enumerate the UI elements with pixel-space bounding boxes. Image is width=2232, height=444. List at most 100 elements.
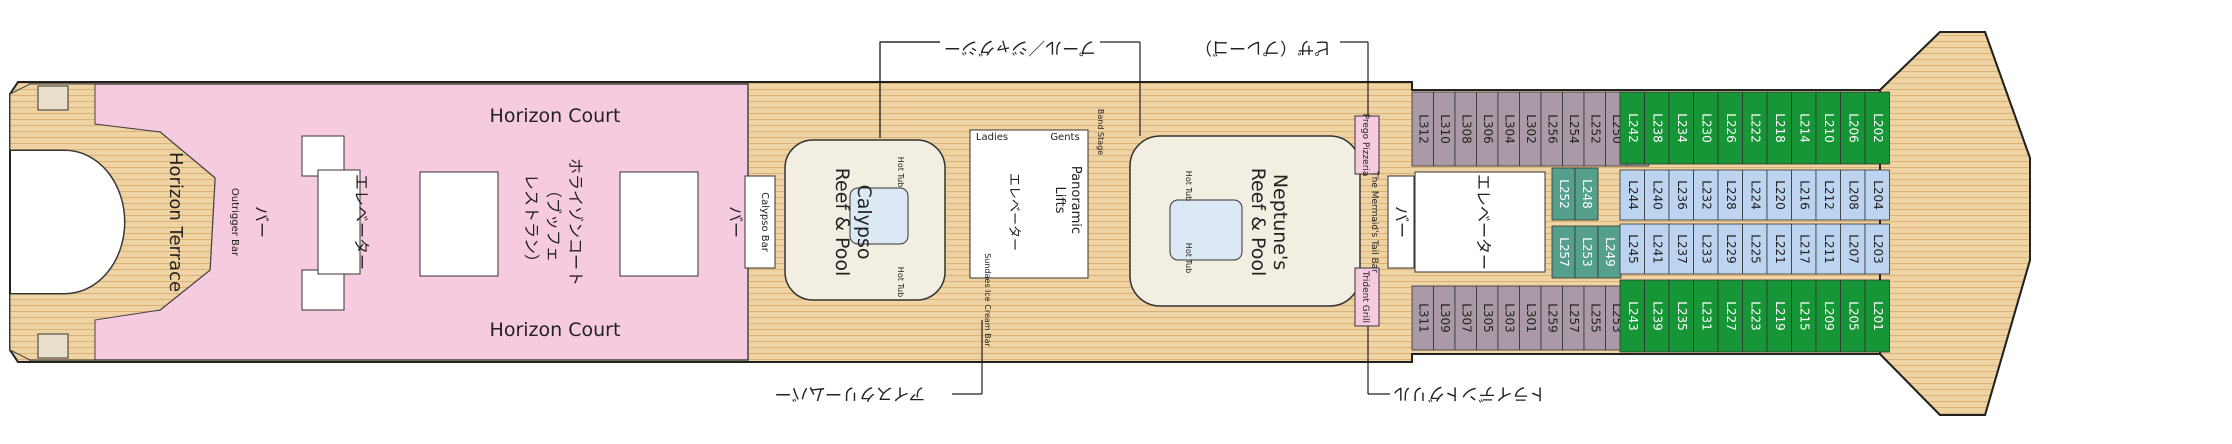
cabin xyxy=(1717,223,1743,275)
cabin-number: L206 xyxy=(1846,113,1860,143)
cabin-number: L252 xyxy=(1557,179,1571,209)
cabin xyxy=(1864,91,1890,165)
cabin-number: L226 xyxy=(1724,113,1738,143)
neptune-pool xyxy=(1169,199,1243,261)
cabin-number: L214 xyxy=(1797,113,1811,143)
prego-pizzeria-counter xyxy=(1354,115,1380,175)
cabin xyxy=(1791,279,1817,353)
cabin xyxy=(1619,169,1645,221)
label-mermaids-tail-bar: The Mermaid's Tail Bar xyxy=(1369,170,1379,273)
cabin-number: L236 xyxy=(1675,180,1689,210)
cabin xyxy=(1840,223,1866,275)
label-elevator-forward: エレベーター xyxy=(1474,174,1493,270)
callout-icecream-jp: アイスクリームバー xyxy=(774,383,925,403)
cabin-number: L233 xyxy=(1699,234,1713,264)
callout-pool-jp: プール／ジャグジー xyxy=(944,37,1096,57)
label-calypso-bar: Calypso Bar xyxy=(759,192,770,253)
cabin-number: L217 xyxy=(1797,234,1811,264)
cabin-number: L312 xyxy=(1416,114,1430,144)
cabin xyxy=(1717,279,1743,353)
cabin-number: L205 xyxy=(1846,301,1860,331)
cabin-number: L241 xyxy=(1650,234,1664,264)
cabin-number: L254 xyxy=(1567,114,1581,144)
label-horizon-court-jp-3: レストラン） xyxy=(522,174,541,270)
cabin-number: L248 xyxy=(1580,179,1594,209)
cabin-number: L243 xyxy=(1626,301,1640,331)
label-panoramic-lifts-2: Lifts xyxy=(1052,186,1067,213)
bow-deck xyxy=(1879,31,2031,416)
cabin xyxy=(1644,223,1670,275)
cabin-number: L259 xyxy=(1545,303,1559,333)
cabin-number: L216 xyxy=(1797,180,1811,210)
cabin xyxy=(1840,169,1866,221)
cabin xyxy=(1766,279,1792,353)
cabin xyxy=(1791,91,1817,165)
label-horizon-court-top: Horizon Court xyxy=(490,105,621,127)
cabin xyxy=(1864,279,1890,353)
trident-grill-counter xyxy=(1354,267,1380,327)
label-elevator-aft: エレベーター xyxy=(352,174,371,270)
buffet-counter xyxy=(619,171,699,277)
callout-pizza-jp: ピザ（プレーゴ） xyxy=(1195,37,1331,58)
cabin-number: L306 xyxy=(1481,114,1495,144)
cabin-number: L240 xyxy=(1650,180,1664,210)
cabin xyxy=(1693,169,1719,221)
cabin-number: L222 xyxy=(1748,113,1762,143)
cabin xyxy=(1815,279,1841,353)
callout-grill-jp: トライデントグリル xyxy=(1394,383,1547,404)
label-hot-tub-3: Hot Tub xyxy=(1184,171,1193,201)
label-hot-tub-1: Hot Tub xyxy=(896,157,905,187)
stern-capstan xyxy=(37,85,69,111)
calypso-bar-counter xyxy=(744,175,776,269)
mid-service-core xyxy=(969,129,1089,279)
buffet-counter xyxy=(419,171,499,277)
horizon-terrace-deck xyxy=(9,83,216,361)
label-bar-aft: バー xyxy=(252,206,271,238)
cabin-number: L253 xyxy=(1580,237,1594,267)
cabin-number: L257 xyxy=(1567,303,1581,333)
restroom-block xyxy=(301,269,345,311)
aft-lift-bank xyxy=(317,169,361,275)
label-neptune-pool-2: Reef & Pool xyxy=(1247,168,1269,277)
cabin-number: L310 xyxy=(1438,114,1452,144)
label-horizon-terrace: Horizon Terrace xyxy=(165,152,186,292)
cabin-number: L252 xyxy=(1588,114,1602,144)
cabin-number: L229 xyxy=(1724,234,1738,264)
cabin-number: L231 xyxy=(1699,301,1713,331)
cabin xyxy=(1766,223,1792,275)
cabin-number: L232 xyxy=(1699,180,1713,210)
forward-lift-bank xyxy=(1414,171,1546,273)
cabin-number: L207 xyxy=(1846,234,1860,264)
cabin-number: L239 xyxy=(1650,301,1664,331)
cabin-number: L234 xyxy=(1675,113,1689,143)
cabin xyxy=(1644,91,1670,165)
cabin-number: L309 xyxy=(1438,303,1452,333)
cabin xyxy=(1742,169,1768,221)
mermaids-tail-bar-counter xyxy=(1387,175,1415,269)
cabin xyxy=(1864,169,1890,221)
cabin xyxy=(1864,223,1890,275)
cabin xyxy=(1742,91,1768,165)
cabin xyxy=(1644,279,1670,353)
cabin-number: L209 xyxy=(1822,301,1836,331)
calypso-pool xyxy=(849,187,909,245)
label-bar-forward: バー xyxy=(1392,206,1411,238)
cabin-number: L219 xyxy=(1773,301,1787,331)
label-sundaes-bar: Sundaes Ice Cream Bar xyxy=(983,253,992,347)
cabin-number: L220 xyxy=(1773,180,1787,210)
label-outrigger-bar: Outrigger Bar xyxy=(229,188,240,257)
cabin-number: L223 xyxy=(1748,301,1762,331)
cabin-number: L257 xyxy=(1557,237,1571,267)
cabin-number: L203 xyxy=(1871,234,1885,264)
cabin-number: L256 xyxy=(1545,114,1559,144)
cabin-number: L211 xyxy=(1822,234,1836,264)
label-trident-grill: Trident Grill xyxy=(1360,270,1370,323)
cabin xyxy=(1742,223,1768,275)
cabin xyxy=(1668,169,1694,221)
cabin-number: L210 xyxy=(1822,113,1836,143)
cabin xyxy=(1840,91,1866,165)
label-elevator-mid: エレベーター xyxy=(1006,173,1021,251)
cabin-number: L301 xyxy=(1524,303,1538,333)
